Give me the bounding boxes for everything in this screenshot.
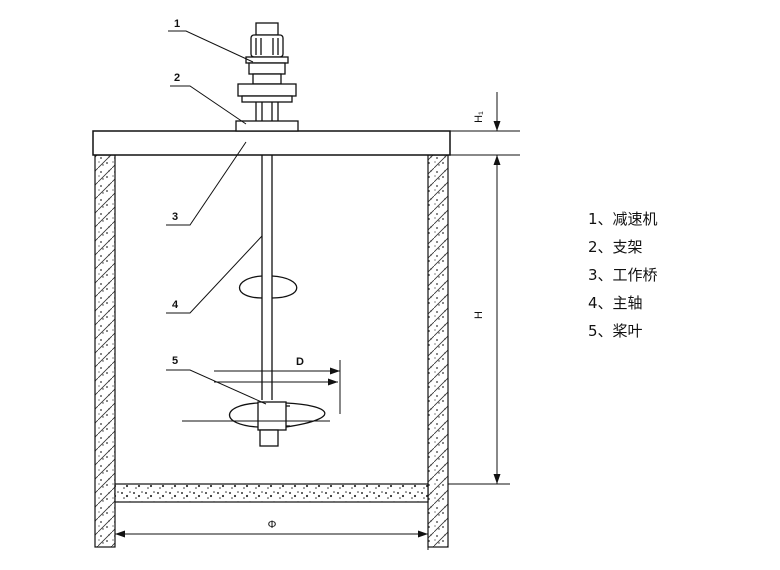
tank-walls <box>94 154 449 548</box>
legend-item-shaft: 4、主轴 <box>588 294 643 312</box>
legend-item-support: 2、支架 <box>588 238 643 256</box>
tank-floor <box>114 483 429 503</box>
callout-4: 4 <box>172 299 179 311</box>
callout-1: 1 <box>174 18 180 30</box>
callout-5: 5 <box>172 355 178 367</box>
leader-lines <box>166 30 267 405</box>
dim-label-d: D <box>296 356 304 368</box>
dim-label-h: H <box>473 311 485 319</box>
dimension-arrows <box>115 121 501 538</box>
dim-label-phi: Φ <box>268 519 277 531</box>
support-frame <box>235 83 299 132</box>
callout-3: 3 <box>172 211 178 223</box>
main-shaft <box>261 155 273 400</box>
working-bridge <box>92 130 451 156</box>
dimension-lines <box>114 92 520 550</box>
dim-label-h1: H₁ <box>473 111 485 123</box>
reducer <box>245 22 289 85</box>
upper-impeller <box>239 275 298 299</box>
left-wall <box>94 154 116 548</box>
legend: 1、减速机 2、支架 3、工作桥 4、主轴 5、桨叶 <box>588 205 658 345</box>
legend-item-paddle: 5、桨叶 <box>588 322 643 340</box>
paddle-impeller <box>228 401 326 447</box>
legend-item-bridge: 3、工作桥 <box>588 266 658 284</box>
callout-2: 2 <box>174 72 180 84</box>
right-wall <box>427 154 449 548</box>
legend-item-reducer: 1、减速机 <box>588 210 658 228</box>
